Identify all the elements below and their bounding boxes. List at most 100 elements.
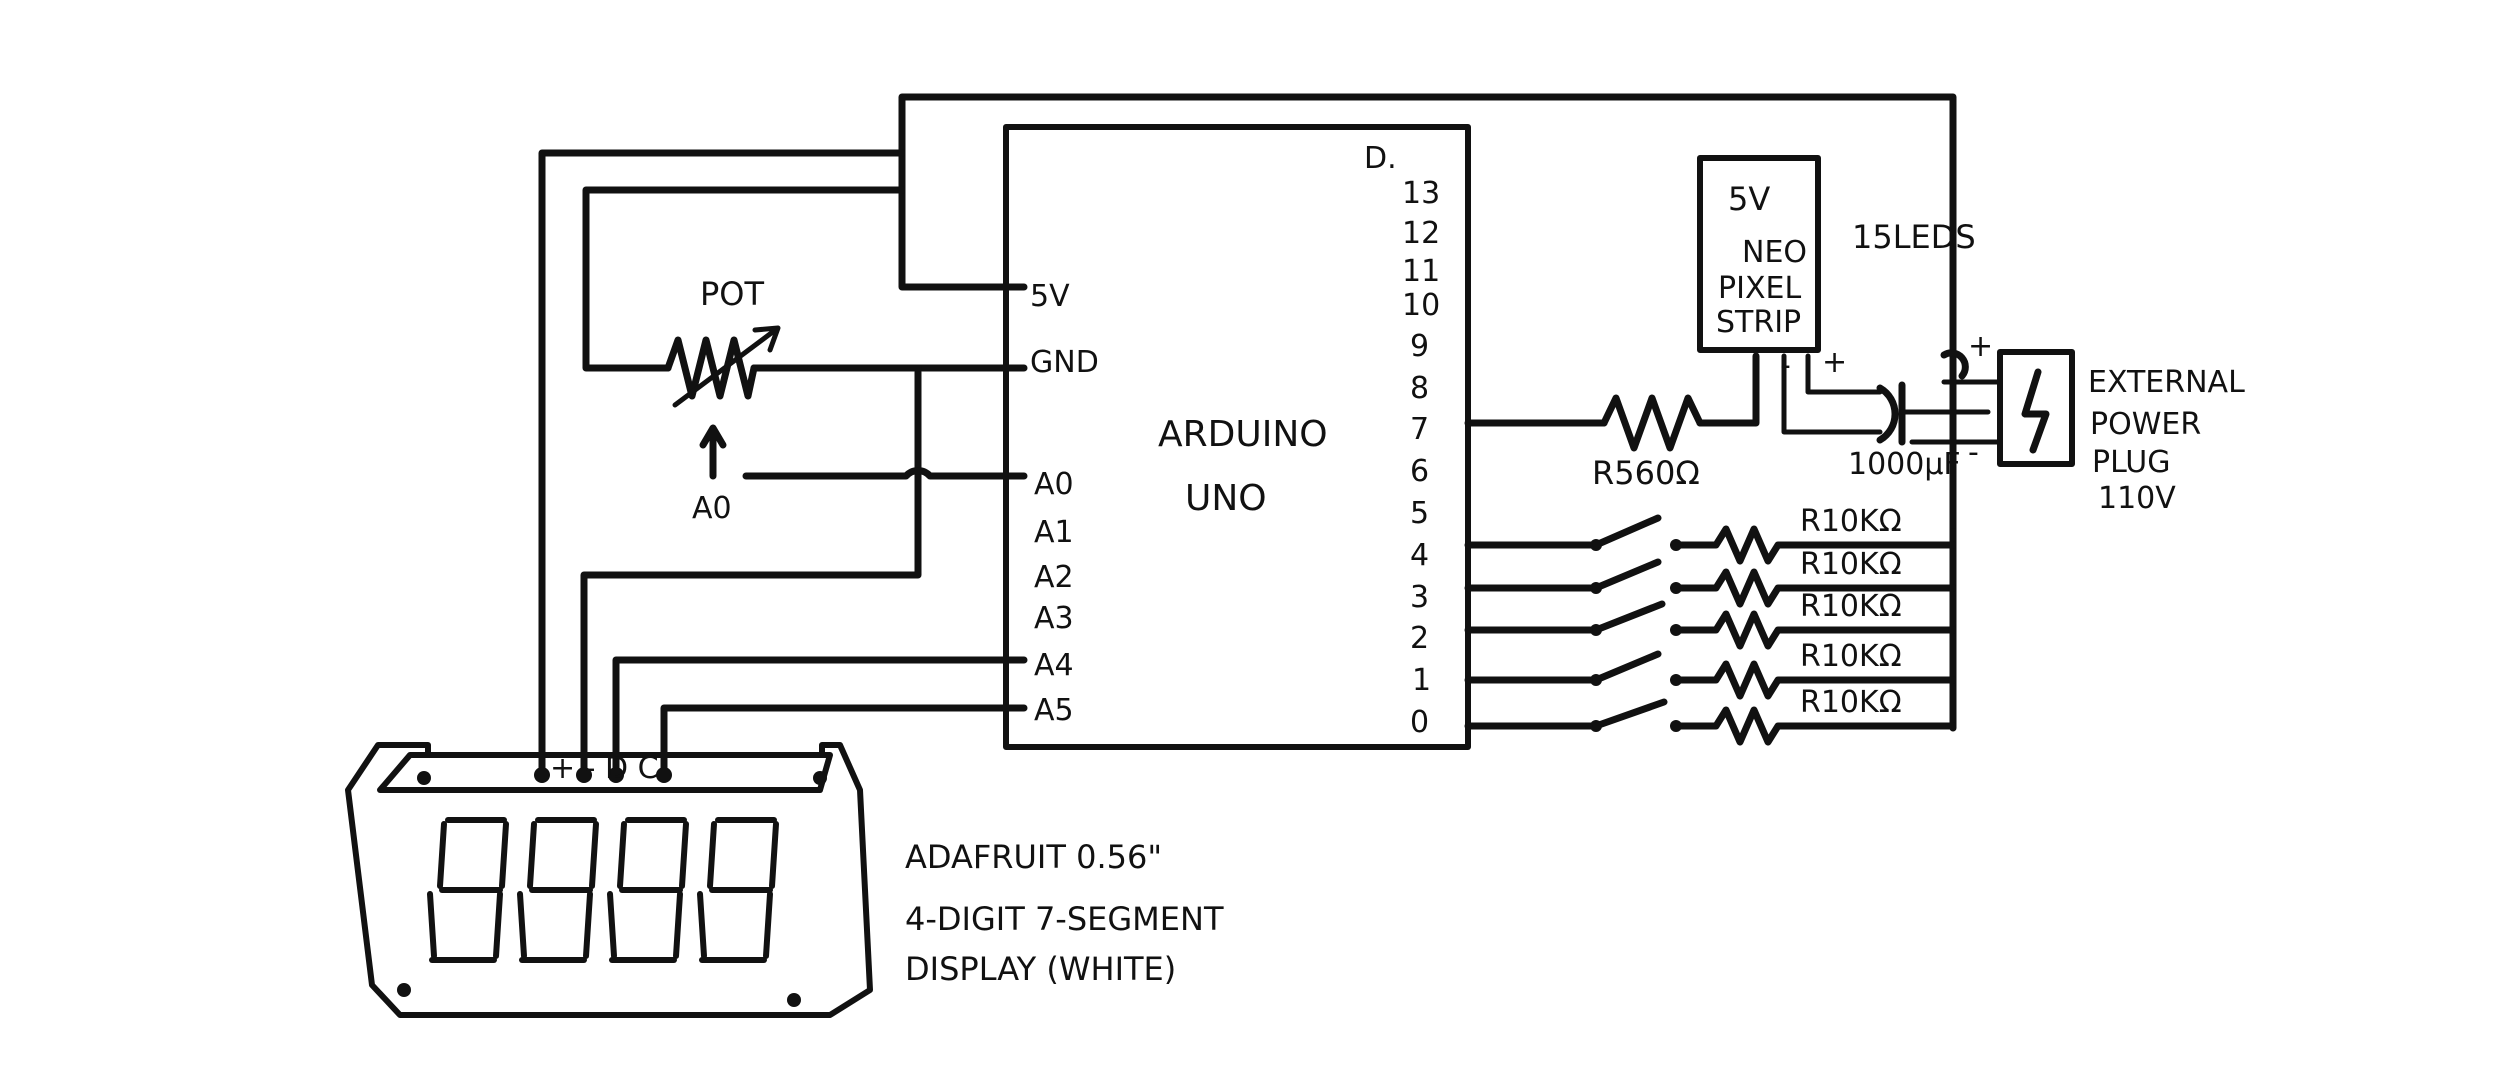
a0-wire xyxy=(742,467,1028,480)
segment xyxy=(589,821,599,889)
switch-lever xyxy=(1592,514,1662,549)
pin-d6-label: 6 xyxy=(1410,454,1429,489)
segment xyxy=(517,891,527,959)
pot-left-wire xyxy=(582,186,906,372)
neopixel-line3: STRIP xyxy=(1716,305,1801,340)
display-pins-label: + - D C xyxy=(550,751,659,786)
lightning-icon xyxy=(2021,368,2050,454)
display-pin-c xyxy=(656,767,672,783)
neopixel-plus: + xyxy=(1822,345,1847,380)
neopixel-led-count: 15LEDS xyxy=(1852,218,1976,256)
power-line2: POWER xyxy=(2090,407,2201,442)
pin-d12-label: 12 xyxy=(1402,216,1440,251)
pin-a5-label: A5 xyxy=(1034,693,1074,728)
display-mount-hole-bl xyxy=(397,983,411,997)
pullup-resistor-label: R10KΩ xyxy=(1800,504,1902,539)
power-minus: - xyxy=(1968,435,1979,470)
switch-lever xyxy=(1592,698,1668,730)
arduino-board xyxy=(1003,124,1471,750)
pullup-resistor-label: R10KΩ xyxy=(1800,685,1902,720)
pot-resistor xyxy=(664,336,758,400)
pullup-resistor-label: R10KΩ xyxy=(1800,589,1902,624)
pin-gnd-label: GND xyxy=(1030,345,1099,380)
segment xyxy=(493,891,503,959)
pin-d13-label: 13 xyxy=(1402,176,1440,211)
pullup-resistor xyxy=(1672,660,1957,700)
capacitor-label: 1000μF xyxy=(1848,447,1961,482)
pin-d5-label: 5 xyxy=(1410,496,1429,531)
pot-wiper-arrow xyxy=(699,424,727,480)
display-pin-d xyxy=(608,767,624,783)
display-mount-hole-br xyxy=(787,993,801,1007)
data-resistor xyxy=(1600,394,1704,452)
pin-a1-label: A1 xyxy=(1034,515,1074,550)
pin-a0-label: A0 xyxy=(1034,467,1074,502)
pullup-resistor-label: R10KΩ xyxy=(1800,547,1902,582)
display-title-line3: DISPLAY (WHITE) xyxy=(905,950,1176,988)
strip-vcc-wire xyxy=(1805,353,1883,395)
pin-d7-label: 7 xyxy=(1410,412,1429,447)
pullup-resistor xyxy=(1672,525,1957,565)
display-pin-plus xyxy=(534,767,550,783)
power-line4: 110V xyxy=(2098,481,2176,516)
pin-d9-label: 9 xyxy=(1410,329,1429,364)
pin-d4-label: 4 xyxy=(1410,538,1429,573)
a4-wire xyxy=(612,656,1028,782)
digital-header: D. xyxy=(1364,141,1397,176)
arduino-name-line1: ARDUINO xyxy=(1158,414,1328,455)
pin-5v-label: 5V xyxy=(1030,279,1070,314)
pin-d8-label: 8 xyxy=(1410,371,1429,406)
power-line1: EXTERNAL xyxy=(2088,365,2245,400)
segment xyxy=(697,891,707,959)
segment xyxy=(769,821,779,889)
power-line3: PLUG xyxy=(2092,445,2171,480)
pot-label: POT xyxy=(700,275,764,313)
neopixel-voltage: 5V xyxy=(1728,180,1770,218)
display-pin-minus xyxy=(576,767,592,783)
pin-d3-label: 3 xyxy=(1410,580,1429,615)
strip-gnd-wire xyxy=(1781,353,1883,435)
pin-a2-label: A2 xyxy=(1034,560,1074,595)
pin-d11-label: 11 xyxy=(1402,254,1440,289)
data-resistor-label: R560Ω xyxy=(1592,454,1700,492)
display-mount-hole-tl xyxy=(417,771,431,785)
pin-d0-label: 0 xyxy=(1410,705,1429,740)
segment xyxy=(763,891,773,959)
display-header xyxy=(377,752,833,793)
segment xyxy=(527,821,537,889)
display-gnd-wire xyxy=(580,368,922,782)
segment xyxy=(617,821,627,889)
segment xyxy=(427,891,437,959)
pushbutton-bank: R10KΩ R10KΩ R10KΩ R10KΩ R10KΩ xyxy=(1464,504,1957,746)
pullup-resistor xyxy=(1672,568,1957,608)
switch-lever xyxy=(1592,600,1666,634)
display-vcc-wire xyxy=(538,149,906,782)
pin-a3-label: A3 xyxy=(1034,601,1074,636)
pin-d10-label: 10 xyxy=(1402,288,1440,323)
display-digits xyxy=(427,817,779,963)
pullup-resistor-label: R10KΩ xyxy=(1800,639,1902,674)
display-title-line1: ADAFRUIT 0.56" xyxy=(905,838,1162,876)
pot-arrow xyxy=(672,325,781,408)
rail-bridge xyxy=(1940,349,1969,380)
top-5v-rail xyxy=(898,93,1957,536)
pullup-resistor xyxy=(1672,706,1957,746)
segment xyxy=(673,891,683,959)
pin-d2-label: 2 xyxy=(1410,621,1429,656)
a5-wire xyxy=(660,704,1028,782)
switch-lever xyxy=(1592,558,1662,592)
power-plug xyxy=(1997,349,2075,467)
segment xyxy=(679,821,689,889)
segment xyxy=(499,821,509,889)
display-mount-hole-tr xyxy=(813,771,827,785)
pot-wiper-label: A0 xyxy=(692,491,732,526)
neopixel-strip xyxy=(1697,155,1821,353)
pullup-resistor xyxy=(1672,610,1957,650)
data-to-strip-wire xyxy=(1696,352,1760,427)
segment xyxy=(607,891,617,959)
capacitor-plate-left xyxy=(1876,384,1899,444)
segment xyxy=(583,891,593,959)
segment xyxy=(707,821,717,889)
arduino-name-line2: UNO xyxy=(1185,478,1267,519)
